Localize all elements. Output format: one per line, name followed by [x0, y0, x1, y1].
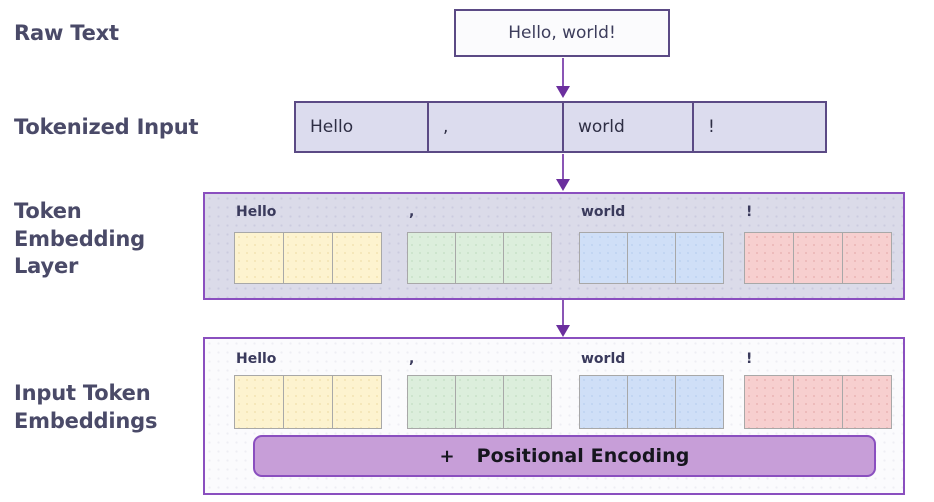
arrow-tokenized-to-token-embedding-icon: [556, 154, 570, 192]
embedding-cell: [504, 376, 551, 428]
embedding-cell: [843, 233, 891, 283]
row-label-raw-text: Raw Text: [14, 21, 119, 45]
embedding-vector: [407, 232, 552, 284]
embedding-cell: [456, 376, 504, 428]
token-cell: !: [708, 117, 715, 137]
embedding-vector: [744, 232, 892, 284]
token-embedding-group-label: Hello: [236, 204, 277, 220]
embedding-cell: [628, 376, 676, 428]
embedding-cell: [628, 233, 676, 283]
arrow-shaft: [562, 58, 564, 88]
embedding-vector: [579, 375, 724, 429]
arrow-head: [556, 325, 570, 337]
embedding-cell: [676, 233, 723, 283]
embedding-cell: [794, 233, 843, 283]
input-embedding-group-label: !: [746, 351, 753, 367]
embedding-vector: [407, 375, 552, 429]
row-label-token-embedding-layer: Token Embedding Layer: [14, 199, 145, 279]
arrow-raw-to-tokenized-icon: [556, 58, 570, 100]
embedding-cell: [676, 376, 723, 428]
arrow-shaft: [562, 154, 564, 181]
token-cell: ,: [429, 103, 564, 151]
embedding-cell: [235, 233, 284, 283]
embedding-cell: [843, 376, 891, 428]
positional-encoding-label: Positional Encoding: [476, 445, 690, 467]
row-label-tokenized-input: Tokenized Input: [14, 115, 199, 139]
embedding-cell: [408, 376, 456, 428]
positional-encoding-bar: + Positional Encoding: [253, 435, 876, 477]
input-embedding-group-label: ,: [409, 351, 415, 367]
tokenized-input-row: Hello , world !: [294, 101, 827, 153]
token-cell: world: [564, 103, 694, 151]
arrow-head: [556, 179, 570, 191]
token-embedding-group-label: ,: [409, 204, 415, 220]
embedding-cell: [504, 233, 551, 283]
embedding-cell: [235, 376, 284, 428]
embedding-cell: [408, 233, 456, 283]
embedding-cell: [794, 376, 843, 428]
token-embedding-layer-panel: Hello , world !: [203, 192, 905, 300]
raw-text-box: Hello, world!: [454, 9, 670, 57]
embedding-vector: [234, 375, 382, 429]
embedding-vector: [579, 232, 724, 284]
embedding-cell: [456, 233, 504, 283]
embedding-cell: [580, 233, 628, 283]
embedding-cell: [745, 376, 794, 428]
embedding-cell: [284, 376, 333, 428]
token-embedding-group-label: !: [746, 204, 753, 220]
token-embedding-group-label: world: [581, 204, 626, 220]
embedding-cell: [580, 376, 628, 428]
positional-encoding-plus-operator: +: [439, 445, 455, 467]
embedding-cell: [333, 233, 381, 283]
input-embedding-group-label: world: [581, 351, 626, 367]
embedding-cell: [333, 376, 381, 428]
arrow-shaft: [562, 300, 564, 327]
raw-text-value: Hello, world!: [508, 23, 616, 43]
input-embedding-group-label: Hello: [236, 351, 277, 367]
embedding-vector: [234, 232, 382, 284]
input-token-embeddings-panel: Hello , world !: [203, 337, 905, 495]
arrow-head: [556, 86, 570, 98]
token-cell: Hello: [296, 103, 429, 151]
arrow-token-embedding-to-input-embedding-icon: [556, 300, 570, 338]
embedding-cell: [745, 233, 794, 283]
embedding-vector: [744, 375, 892, 429]
embedding-cell: [284, 233, 333, 283]
row-label-input-token-embeddings: Input Token Embeddings: [14, 381, 158, 433]
